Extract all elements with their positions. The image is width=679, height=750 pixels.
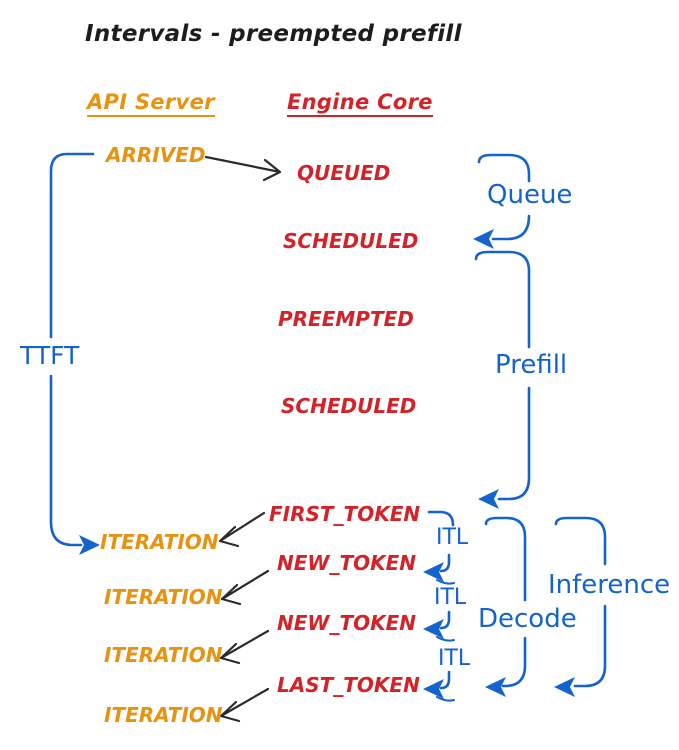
interval-label-inference: Inference: [548, 570, 671, 600]
itl-3-arrow-tail: [436, 696, 455, 702]
decode-arrowhead-icon: [485, 677, 506, 697]
itl-3-arrowhead-icon: [423, 679, 444, 699]
event-preempted: PREEMPTED: [278, 307, 414, 331]
column-header-engine-core: Engine Core: [287, 90, 433, 117]
arrow-arrived-to-queued: [204, 155, 282, 182]
interval-label-queue: Queue: [487, 180, 573, 210]
interval-label-prefill: Prefill: [495, 350, 568, 380]
event-arrived: ARRIVED: [106, 143, 206, 167]
prefill-bracket: [474, 250, 531, 501]
itl-2-arrow-tail: [436, 636, 455, 642]
event-first-token: FIRST_TOKEN: [269, 502, 421, 526]
interval-label-decode: Decode: [478, 604, 577, 634]
queue-arrowhead-icon: [473, 229, 494, 249]
event-queued: QUEUED: [297, 161, 391, 185]
itl-1-arrow-tail: [436, 579, 455, 585]
arrow-new-token-1-to-iteration-2: [220, 569, 270, 606]
interval-label-itl-1: ITL: [436, 525, 469, 550]
arrow-new-token-2-to-iteration-3: [219, 629, 270, 665]
itl-2-bracket: [439, 610, 451, 630]
diagram-title: Intervals - preempted prefill: [85, 21, 462, 47]
event-scheduled-1: SCHEDULED: [283, 229, 419, 253]
itl-1-bracket: [427, 510, 455, 573]
decode-bracket: [484, 516, 527, 688]
event-new-token-2: NEW_TOKEN: [277, 611, 417, 635]
event-last-token: LAST_TOKEN: [277, 673, 420, 697]
inference-arrowhead-icon: [554, 677, 575, 697]
event-scheduled-2: SCHEDULED: [281, 394, 417, 418]
interval-label-ttft: TTFT: [20, 341, 80, 370]
prefill-arrowhead-icon: [478, 489, 499, 509]
event-iteration-1: ITERATION: [100, 530, 219, 554]
interval-label-itl-2: ITL: [434, 585, 467, 610]
event-new-token-1: NEW_TOKEN: [277, 551, 417, 575]
event-iteration-4: ITERATION: [104, 703, 223, 727]
itl-1-arrowhead-icon: [423, 562, 444, 582]
event-iteration-3: ITERATION: [104, 643, 223, 667]
inference-bracket: [554, 516, 607, 688]
column-header-api-server: API Server: [87, 90, 215, 117]
queue-bracket: [477, 153, 531, 241]
ttft-arrowhead-icon: [79, 535, 100, 555]
interval-label-itl-3: ITL: [438, 646, 471, 671]
ttft-bracket: [49, 152, 95, 547]
arrow-last-token-to-iteration-4: [219, 687, 270, 723]
itl-3-bracket: [439, 670, 451, 690]
event-iteration-2: ITERATION: [104, 585, 223, 609]
arrow-first-token-to-iteration-1: [218, 511, 266, 548]
itl-2-arrowhead-icon: [423, 619, 444, 639]
